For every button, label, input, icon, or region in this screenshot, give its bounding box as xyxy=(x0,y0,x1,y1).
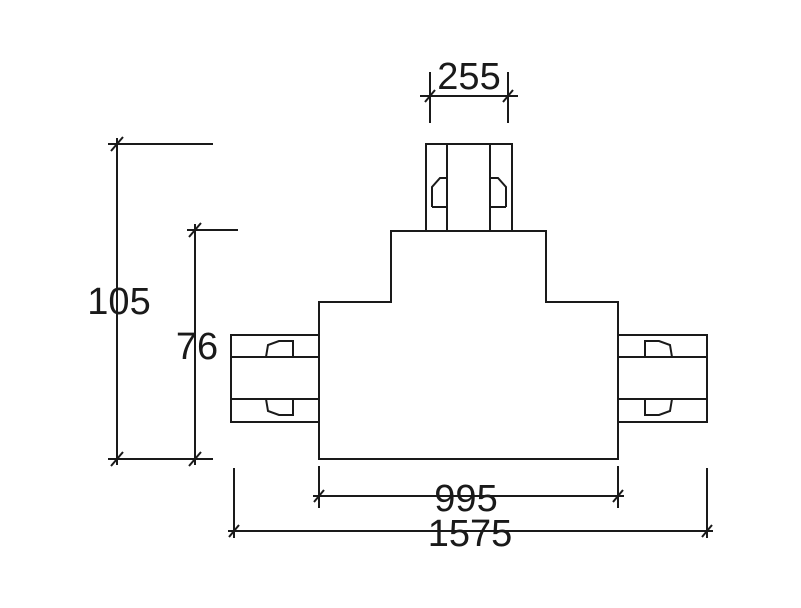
dimension-label-105: 105 xyxy=(87,281,150,323)
dimension-255: 255 xyxy=(420,56,518,123)
right-connector xyxy=(617,334,708,423)
t-connector-body xyxy=(318,230,619,460)
left-connector xyxy=(230,334,320,423)
dimension-76: 76 xyxy=(176,222,238,467)
dimension-label-995: 995 xyxy=(434,478,497,520)
dimension-label-76: 76 xyxy=(176,326,218,368)
dimension-105: 105 xyxy=(87,136,213,467)
dimension-1575: 1575 xyxy=(228,468,713,555)
top-connector xyxy=(425,143,513,232)
dimension-995: 995 xyxy=(313,466,624,520)
dimension-label-255: 255 xyxy=(437,56,500,98)
dimension-label-1575: 1575 xyxy=(428,513,513,555)
